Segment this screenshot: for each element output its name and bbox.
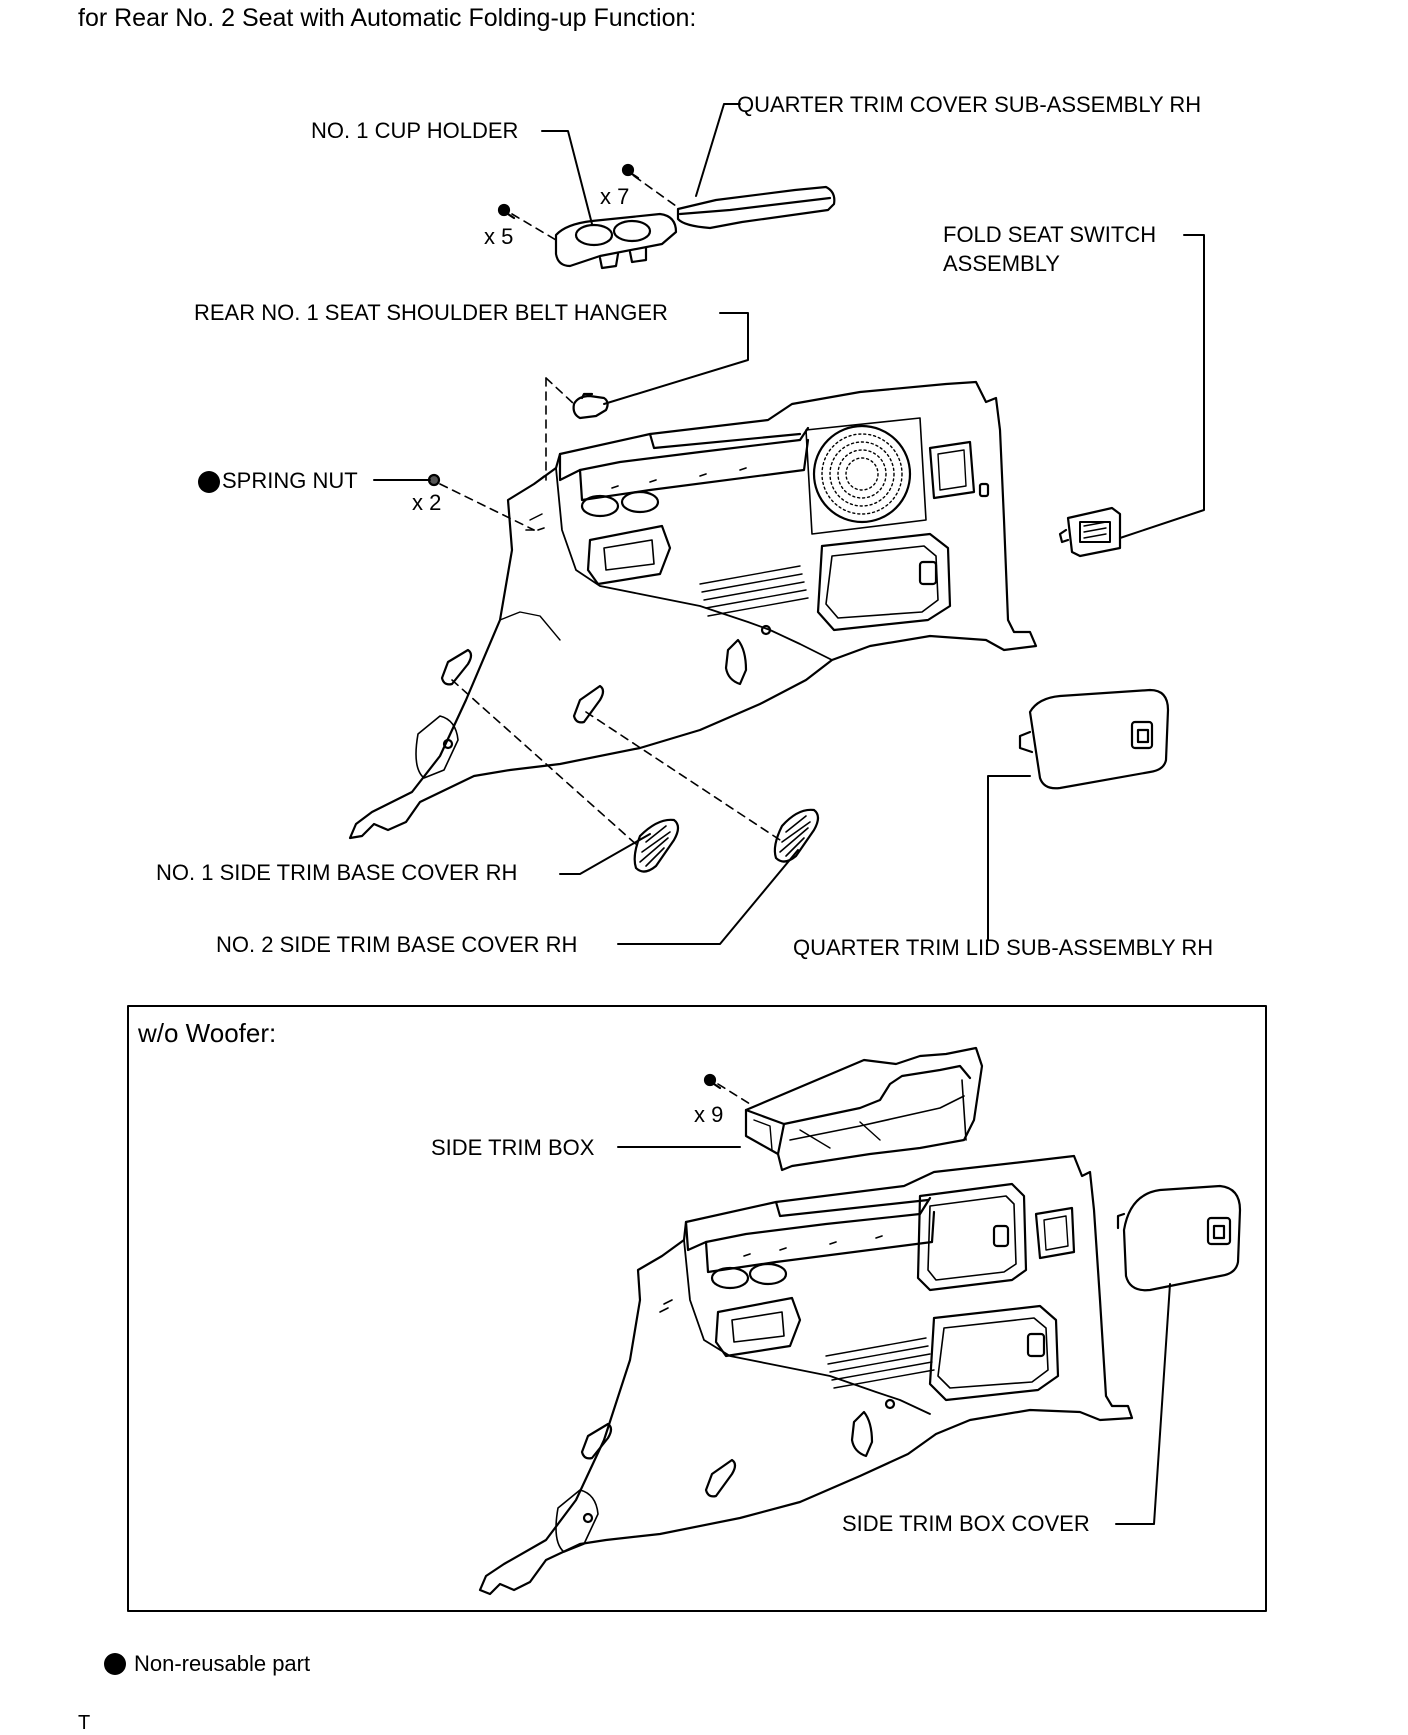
side-trim-box-screw-icon: [703, 1073, 722, 1090]
qty-side-trim-box-screws: x 9: [694, 1102, 724, 1127]
label-quarter-trim-cover: QUARTER TRIM COVER SUB-ASSEMBLY RH: [737, 92, 1202, 117]
side-trim-box-cover-part: [1116, 1184, 1242, 1292]
qty-spring-nuts: x 2: [412, 490, 442, 515]
quarter-trim-panel-inset: [478, 1154, 1134, 1596]
label-fold-seat-switch-line2: ASSEMBLY: [943, 251, 1060, 276]
side-trim-box-part: [744, 1046, 984, 1172]
quarter-trim-panel-main: [348, 380, 1038, 840]
footer-code: T: [78, 1712, 91, 1734]
label-side-trim-base-cover-1: NO. 1 SIDE TRIM BASE COVER RH: [156, 860, 518, 885]
label-side-trim-base-cover-2: NO. 2 SIDE TRIM BASE COVER RH: [216, 932, 578, 957]
inset-guide-lines: [717, 1083, 751, 1105]
quarter-trim-cover-part: [676, 185, 836, 230]
cup-holder-part: [554, 212, 678, 270]
inset-title: w/o Woofer:: [138, 1018, 277, 1048]
assembly-guide-lines-top: [439, 175, 781, 847]
shoulder-belt-hanger-part: [572, 392, 609, 420]
leader-lines-inset: [617, 1146, 1171, 1525]
label-spring-nut: SPRING NUT: [222, 468, 358, 493]
quarter-trim-lid-part: [1018, 688, 1170, 790]
label-quarter-trim-lid: QUARTER TRIM LID SUB-ASSEMBLY RH: [793, 935, 1214, 960]
trim-cover-screw-icon: [621, 163, 640, 180]
side-trim-base-cover-2-part: [773, 808, 820, 863]
label-side-trim-box: SIDE TRIM BOX: [431, 1135, 595, 1160]
inset-frame: [127, 1005, 1267, 1612]
legend-text: Non-reusable part: [134, 1651, 311, 1676]
cup-holder-screw-icon: [497, 203, 516, 220]
label-cup-holder: NO. 1 CUP HOLDER: [311, 118, 519, 143]
qty-trim-cover-screws: x 7: [600, 184, 630, 209]
label-side-trim-box-cover: SIDE TRIM BOX COVER: [842, 1511, 1090, 1536]
fold-seat-switch-part: [1058, 506, 1122, 558]
non-reusable-marker-icon: [198, 471, 220, 493]
filled-circle-icon: [104, 1653, 126, 1675]
side-trim-base-cover-1-part: [633, 818, 680, 873]
legend: Non-reusable part: [104, 1651, 310, 1677]
leader-lines-top: [373, 103, 1205, 945]
page-heading: for Rear No. 2 Seat with Automatic Foldi…: [78, 4, 697, 32]
qty-cup-holder-screws: x 5: [484, 224, 514, 249]
label-shoulder-belt-hanger: REAR NO. 1 SEAT SHOULDER BELT HANGER: [194, 300, 668, 325]
label-fold-seat-switch-line1: FOLD SEAT SWITCH: [943, 222, 1157, 247]
